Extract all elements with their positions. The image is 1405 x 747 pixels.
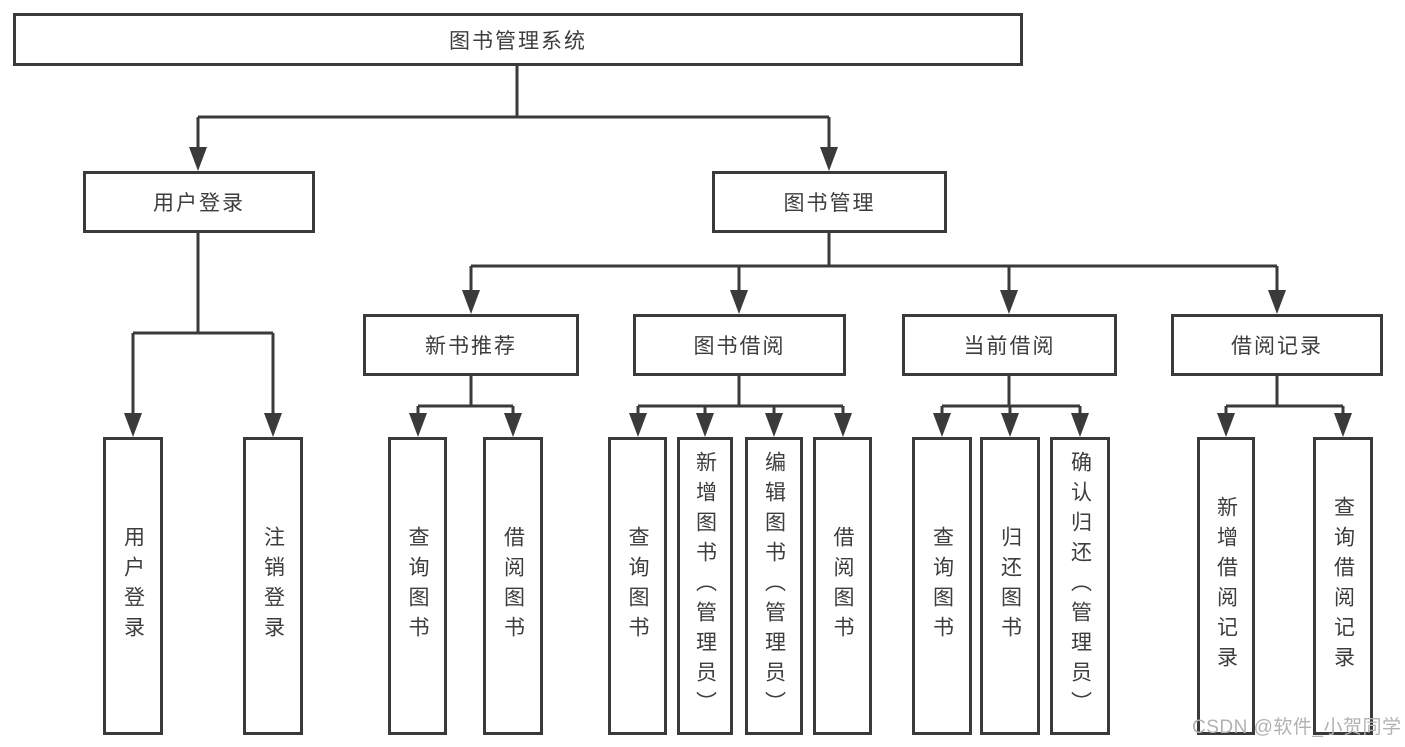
node-query-borrow-record: 查询借阅记录	[1313, 437, 1373, 735]
node-borrow-books-recommend: 借阅图书	[483, 437, 543, 735]
node-library-management-system: 图书管理系统	[13, 13, 1023, 66]
arrowhead-icon	[1000, 290, 1018, 314]
arrowhead-icon	[462, 290, 480, 314]
arrowhead-icon	[1268, 290, 1286, 314]
node-current-borrowing: 当前借阅	[902, 314, 1117, 376]
arrowhead-icon	[629, 413, 647, 437]
csdn-watermark: CSDN @软件_小贺同学	[1192, 717, 1402, 738]
node-query-books-borrow: 查询图书	[608, 437, 667, 735]
arrowhead-icon	[409, 413, 427, 437]
arrowhead-icon	[124, 413, 142, 437]
connector-path	[469, 233, 1279, 291]
node-add-books-admin: 新增图书（管理员）	[677, 437, 733, 735]
arrowhead-icon	[504, 413, 522, 437]
node-query-books-recommend: 查询图书	[388, 437, 447, 735]
arrowhead-icon	[834, 413, 852, 437]
arrowhead-icon	[730, 290, 748, 314]
arrowhead-icon	[264, 413, 282, 437]
node-return-books: 归还图书	[980, 437, 1040, 735]
arrowhead-icon	[820, 147, 838, 171]
node-edit-books-admin: 编辑图书（管理员）	[745, 437, 803, 735]
node-confirm-return-admin: 确认归还（管理员）	[1050, 437, 1110, 735]
arrowhead-icon	[765, 413, 783, 437]
node-query-books-current: 查询图书	[912, 437, 972, 735]
arrowhead-icon	[1217, 413, 1235, 437]
connector-path	[196, 66, 831, 148]
arrowhead-icon	[933, 413, 951, 437]
arrowhead-icon	[696, 413, 714, 437]
arrowhead-icon	[1001, 413, 1019, 437]
node-book-borrowing: 图书借阅	[633, 314, 846, 376]
connector-path	[416, 376, 515, 414]
arrowhead-icon	[189, 147, 207, 171]
node-borrow-books: 借阅图书	[813, 437, 872, 735]
node-book-management: 图书管理	[712, 171, 947, 233]
connector-path	[131, 233, 275, 414]
connector-path	[940, 376, 1082, 414]
connector-path	[636, 376, 845, 414]
node-borrowing-records: 借阅记录	[1171, 314, 1383, 376]
node-new-book-recommendation: 新书推荐	[363, 314, 579, 376]
arrowhead-icon	[1071, 413, 1089, 437]
node-user-login-module: 用户登录	[83, 171, 315, 233]
node-add-borrow-record: 新增借阅记录	[1197, 437, 1255, 735]
arrowhead-icon	[1334, 413, 1352, 437]
node-logout: 注销登录	[243, 437, 303, 735]
node-user-login: 用户登录	[103, 437, 163, 735]
connector-path	[1224, 376, 1345, 414]
